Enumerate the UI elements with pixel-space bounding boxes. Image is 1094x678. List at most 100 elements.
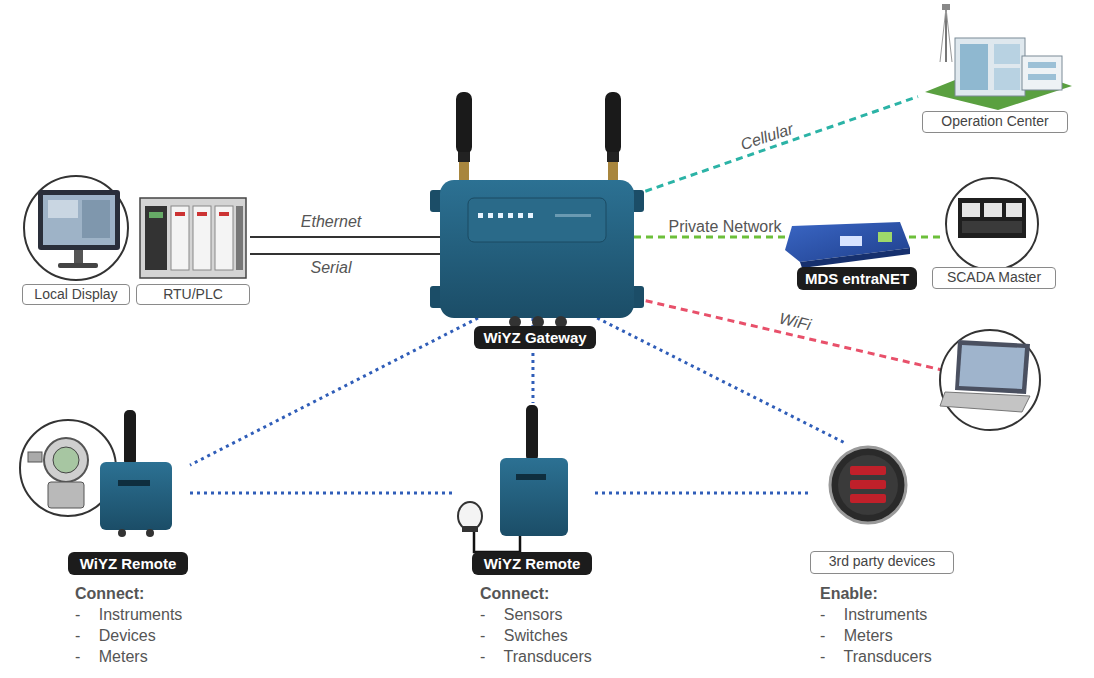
operation-center-icon-part bbox=[946, 8, 952, 62]
scada-icon-part bbox=[958, 198, 1026, 238]
list-item: - Meters bbox=[75, 648, 148, 666]
list-item: - Sensors bbox=[480, 606, 562, 624]
remote-device-middle-part bbox=[458, 502, 482, 530]
third-party-node: 3rd party devices bbox=[808, 443, 956, 576]
laptop-icon-part bbox=[940, 330, 1040, 430]
scada-icon bbox=[946, 178, 1038, 270]
list-heading: Connect: bbox=[75, 585, 144, 603]
scada-master-node: SCADA Master bbox=[944, 176, 1044, 290]
plc-rack-icon bbox=[140, 198, 246, 278]
operation-center-icon-part bbox=[994, 68, 1020, 90]
entranet-device bbox=[785, 222, 910, 268]
link-line bbox=[190, 491, 455, 494]
scada-icon-part bbox=[946, 178, 1038, 270]
entranet-device-part bbox=[840, 236, 862, 246]
remote-node: WiYZ Remote bbox=[20, 408, 190, 576]
gateway-device-part bbox=[440, 180, 634, 318]
list-item: - Instruments bbox=[820, 606, 927, 624]
rtu-plc-node: RTU/PLC bbox=[136, 190, 250, 306]
remote-device-middle bbox=[458, 405, 568, 552]
gateway-device-part bbox=[498, 213, 503, 218]
laptop-icon-part bbox=[955, 340, 1030, 394]
gateway-device-part bbox=[518, 213, 523, 218]
device-name-label: Operation Center bbox=[922, 111, 1068, 133]
device-name-label: Local Display bbox=[22, 284, 130, 305]
scada-icon-part bbox=[984, 203, 1002, 217]
list-item: - Devices bbox=[75, 627, 156, 645]
device-name-label: 3rd party devices bbox=[810, 551, 954, 574]
operation-center-icon-part bbox=[955, 38, 1025, 96]
local-display-node: Local Display bbox=[20, 176, 132, 306]
link-line bbox=[597, 318, 845, 443]
gateway-device-part bbox=[488, 213, 493, 218]
device-name-badge: WiYZ Remote bbox=[68, 552, 188, 575]
entranet-node: MDS entraNET bbox=[785, 218, 909, 290]
gateway-device-part bbox=[456, 92, 472, 154]
link-label: Ethernet bbox=[301, 213, 361, 231]
scada-icon-part bbox=[1006, 203, 1022, 217]
operation-center-icon-part bbox=[1022, 56, 1062, 90]
laptop-icon bbox=[940, 330, 1040, 430]
gateway-device-part bbox=[508, 213, 513, 218]
device-name-badge: WiYZ Remote bbox=[472, 552, 592, 575]
gateway-device-part bbox=[607, 152, 619, 162]
operation-center-icon-part bbox=[940, 8, 946, 62]
local-display-icon-part bbox=[48, 200, 78, 218]
laptop-icon-part bbox=[959, 345, 1025, 389]
plc-rack-icon-part bbox=[193, 206, 211, 270]
plc-rack-icon-part bbox=[215, 206, 233, 270]
link-label: Cellular bbox=[738, 120, 795, 154]
plc-rack-icon-part bbox=[197, 212, 207, 216]
remote-device-middle-part bbox=[474, 528, 520, 552]
gateway-device-part bbox=[555, 214, 591, 217]
operation-center-node: Operation Center bbox=[918, 0, 1070, 136]
operation-center-icon bbox=[925, 4, 1072, 110]
plc-rack-icon-part bbox=[236, 206, 243, 270]
meter-icon-part bbox=[838, 455, 898, 515]
meter-icon-part bbox=[850, 494, 886, 503]
list-item: - Transducers bbox=[480, 648, 592, 666]
gateway-device-part bbox=[608, 162, 618, 182]
plc-rack-icon-part bbox=[219, 212, 229, 216]
link-line bbox=[634, 235, 785, 238]
gateway-device-part bbox=[478, 213, 483, 218]
meter-icon-part bbox=[850, 466, 886, 475]
wifi-link bbox=[634, 298, 942, 370]
gateway-device-part bbox=[459, 162, 469, 182]
local-display-icon-part bbox=[58, 263, 98, 268]
plc-rack-icon-part bbox=[171, 206, 189, 270]
link-label: WiFi bbox=[777, 310, 812, 335]
plc-rack-icon-part bbox=[149, 212, 163, 218]
remote-node: WiYZ Remote bbox=[455, 403, 595, 576]
remote-device-left-part bbox=[44, 438, 88, 482]
gateway-node: WiYZ Gateway bbox=[440, 180, 634, 318]
wifi-link-part bbox=[634, 298, 942, 370]
remote-device-left-part bbox=[118, 480, 150, 486]
remote-device-left-part bbox=[146, 529, 154, 537]
local-display-icon-part bbox=[74, 250, 83, 263]
local-display-icon-part bbox=[82, 200, 110, 238]
device-name-label: SCADA Master bbox=[932, 267, 1056, 289]
remote-device-middle-part bbox=[462, 526, 478, 532]
local-display-icon bbox=[24, 176, 128, 280]
remote-device-left-part bbox=[124, 410, 136, 466]
local-display-icon-part bbox=[24, 176, 128, 280]
link-line bbox=[250, 236, 440, 238]
link-line bbox=[190, 318, 478, 465]
operation-center-icon-part bbox=[1028, 74, 1056, 80]
operation-center-icon-part bbox=[994, 44, 1020, 64]
local-display-icon-part bbox=[38, 190, 120, 250]
list-item: - Instruments bbox=[75, 606, 182, 624]
list-item: - Switches bbox=[480, 627, 568, 645]
gateway-device-part bbox=[468, 198, 606, 242]
link-line bbox=[634, 97, 918, 196]
operation-center-icon-part bbox=[942, 4, 950, 10]
entranet-device-part bbox=[878, 232, 892, 242]
device-name-badge: WiYZ Gateway bbox=[474, 326, 596, 349]
operation-center-icon-part bbox=[1028, 62, 1056, 68]
list-heading: Connect: bbox=[480, 585, 549, 603]
entranet-device-part bbox=[800, 248, 910, 268]
remote-device-left-part bbox=[100, 462, 172, 530]
scada-icon-part bbox=[962, 203, 980, 217]
